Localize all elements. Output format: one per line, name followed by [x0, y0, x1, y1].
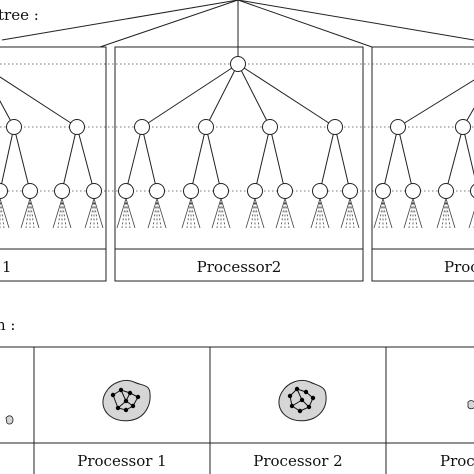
tree-leaf-node-1-3-1: [342, 183, 358, 199]
subdomain-blob-2: [278, 379, 327, 422]
tree-leaf-node-0-1-1: [86, 183, 102, 199]
tree-mid-node-0-0: [6, 119, 22, 135]
processor-panel-right: Proc: [371, 46, 474, 282]
processor-panel-middle-label: Processor2: [197, 258, 282, 276]
tree-leaf-node-2-0-0: [375, 183, 391, 199]
tree-leaf-node-0-0-1: [22, 183, 38, 199]
tree-leaf-node-0-0-0: [0, 183, 8, 199]
processor-panel-left: r 1: [0, 46, 107, 282]
subdomain-blob-edge-left: [5, 415, 14, 425]
tree-root-node-1: [230, 56, 246, 72]
tree-leaf-node-0-1-0: [54, 183, 70, 199]
tree-edges: [0, 63, 474, 192]
subdomain-blob-edge-right: [467, 400, 474, 410]
leaf-fans: [0, 198, 474, 229]
tree-mid-node-1-3: [327, 119, 343, 135]
tree-mid-node-1-1: [198, 119, 214, 135]
tree-heading: tree :: [0, 6, 39, 24]
tree-mid-node-1-2: [262, 119, 278, 135]
tree-nodes: [0, 56, 474, 199]
tree-leaf-node-1-1-1: [213, 183, 229, 199]
tree-leaf-node-1-0-0: [118, 183, 134, 199]
tree-leaf-node-1-2-0: [247, 183, 263, 199]
tree-mid-node-1-0: [134, 119, 150, 135]
domain-heading: n :: [0, 316, 15, 334]
tree-leaf-node-1-2-1: [277, 183, 293, 199]
tree-leaf-node-2-1-1: [470, 184, 474, 198]
subdomain-blob-1: [102, 379, 151, 422]
processor-panel-left-label: r 1: [0, 258, 11, 276]
tree-mid-node-2-0: [390, 119, 406, 135]
tree-leaf-node-2-0-1: [405, 183, 421, 199]
processor-panel-right-label: Proc: [444, 258, 474, 276]
tree-leaf-node-1-0-1: [149, 183, 165, 199]
tree-mid-node-0-1: [69, 119, 85, 135]
domain-label-3: Processor 3: [440, 452, 474, 470]
processor-panel-middle: Processor2: [114, 46, 364, 282]
root-connectors: [1, 0, 474, 56]
domain-label-2: Processor 2: [253, 452, 342, 470]
tree-mid-node-2-1: [455, 119, 471, 135]
tree-leaf-node-1-1-0: [183, 183, 199, 199]
tree-leaf-node-2-1-0: [438, 183, 454, 199]
domain-table: [0, 346, 474, 474]
domain-label-1: Processor 1: [77, 452, 166, 470]
tree-leaf-node-1-3-0: [312, 183, 328, 199]
